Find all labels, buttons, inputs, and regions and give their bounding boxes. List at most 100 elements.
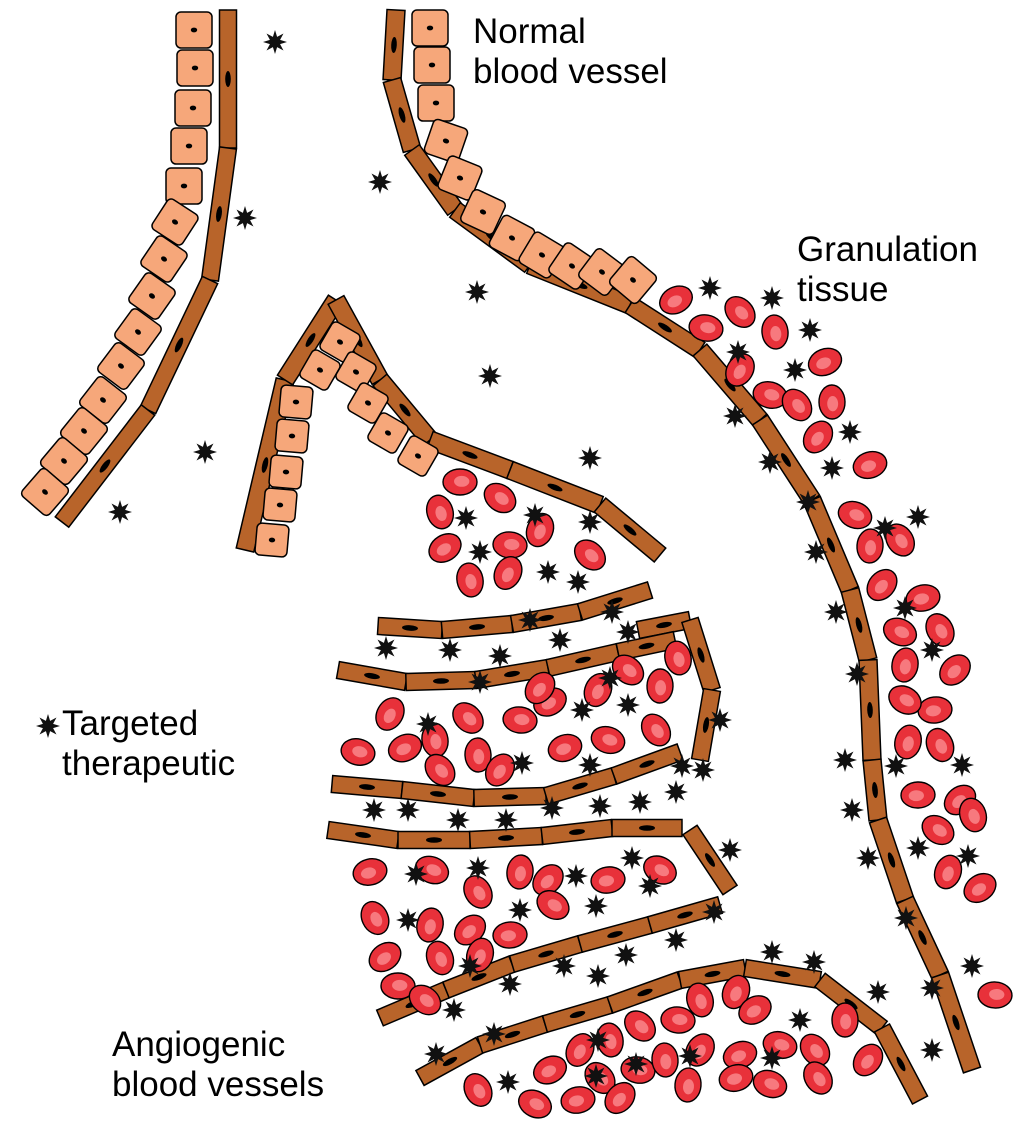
endothelial-cell [544,768,617,804]
therapeutic-marker [840,798,864,822]
therapeutic-marker [906,836,930,860]
therapeutic-marker [894,906,918,930]
therapeutic-marker [374,636,398,660]
therapeutic-marker [424,1042,448,1066]
therapeutic-marker [263,30,287,54]
therapeutic-marker [920,1038,944,1062]
red-blood-cell [890,646,921,684]
therapeutic-marker [616,693,640,717]
therapeutic-marker [404,862,428,886]
endothelial-cell [327,822,399,849]
endothelial-cell [383,9,405,80]
therapeutic-marker [760,1046,784,1070]
red-blood-cell [749,1066,790,1102]
therapeutic-marker [468,670,492,694]
red-blood-cell [424,528,467,568]
therapeutic-marker [670,754,694,778]
red-blood-cell [447,697,489,739]
therapeutic-marker [468,540,492,564]
red-blood-cell [364,936,407,977]
endothelial-cell [607,972,683,1013]
therapeutic-marker [758,450,782,474]
therapeutic-marker [552,954,576,978]
therapeutic-marker [466,856,490,880]
therapeutic-marker [523,503,547,527]
therapeutic-marker [788,1008,812,1032]
red-blood-cell [356,897,394,939]
endothelial-cell [541,820,613,845]
therapeutic-marker [584,1064,608,1088]
red-blood-cell [861,564,903,607]
therapeutic-marker [702,900,726,924]
red-blood-cell [454,561,486,599]
red-blood-cell [850,448,890,483]
epithelial-cell [423,118,469,164]
therapeutic-marker [498,972,522,996]
therapeutic-marker [726,340,750,364]
therapeutic-marker [438,638,462,662]
endothelial-cell [683,825,737,894]
red-blood-cell [422,938,458,979]
red-blood-cell [479,477,522,518]
red-blood-cell [804,344,845,381]
therapeutic-marker [760,940,784,964]
therapeutic-marker [488,644,512,668]
red-blood-cell [832,1003,858,1037]
red-blood-cell [459,1069,498,1111]
therapeutic-marker [416,712,440,736]
therapeutic-marker [718,838,742,862]
red-blood-cell [619,1005,662,1047]
red-blood-cell [339,736,378,769]
therapeutic-marker [708,708,732,732]
endothelial-cell [612,820,682,837]
endothelial-cell [401,782,475,807]
therapeutic-marker [678,1044,702,1068]
epithelial-cell [263,488,298,523]
red-blood-cell [636,709,677,752]
red-blood-cell [569,534,612,576]
red-blood-cell [529,1051,571,1089]
epithelial-cell [269,455,304,490]
therapeutic-marker [920,976,944,1000]
endothelial-cell [507,462,604,514]
therapeutic-marker [478,364,502,388]
therapeutic-marker [698,276,722,300]
therapeutic-marker [518,608,542,632]
red-blood-cell [819,385,846,419]
therapeutic-marker [578,753,602,777]
therapeutic-marker [838,420,862,444]
therapeutic-marker [233,206,257,230]
therapeutic-marker [536,560,560,584]
angiogenic-label-line2: blood vessels [112,1065,324,1105]
therapeutic-marker [458,954,482,978]
therapeutic-marker [570,698,594,722]
therapeutic-marker [586,1028,610,1052]
red-blood-cell [559,1084,597,1116]
endothelial-cell [511,604,582,633]
therapeutic-marker [540,796,564,820]
granulation-label-line1: Granulation [797,230,978,270]
epithelial-cell [418,85,454,121]
therapeutic-marker [578,510,602,534]
therapeutic-marker [598,666,622,690]
red-blood-cell [489,552,527,594]
red-blood-cell [414,906,447,945]
therapeutic-marker [723,404,747,428]
therapeutic-marker [396,798,420,822]
red-blood-cell [589,865,627,896]
therapeutic-marker [566,570,590,594]
epithelial-cell [412,10,448,46]
red-blood-cell [921,724,958,765]
therapeutic-marker [760,286,784,310]
therapeutic-marker [950,753,974,777]
red-blood-cell [917,695,954,725]
endothelial-cell [406,672,476,691]
endothelial-cell [383,78,420,153]
therapeutic-marker [845,662,869,686]
therapeutic-marker [396,908,420,932]
red-blood-cell [901,781,936,808]
therapeutic-marker [796,490,820,514]
red-blood-cell [492,531,528,560]
angiogenic-label-line1: Angiogenic [112,1025,285,1065]
